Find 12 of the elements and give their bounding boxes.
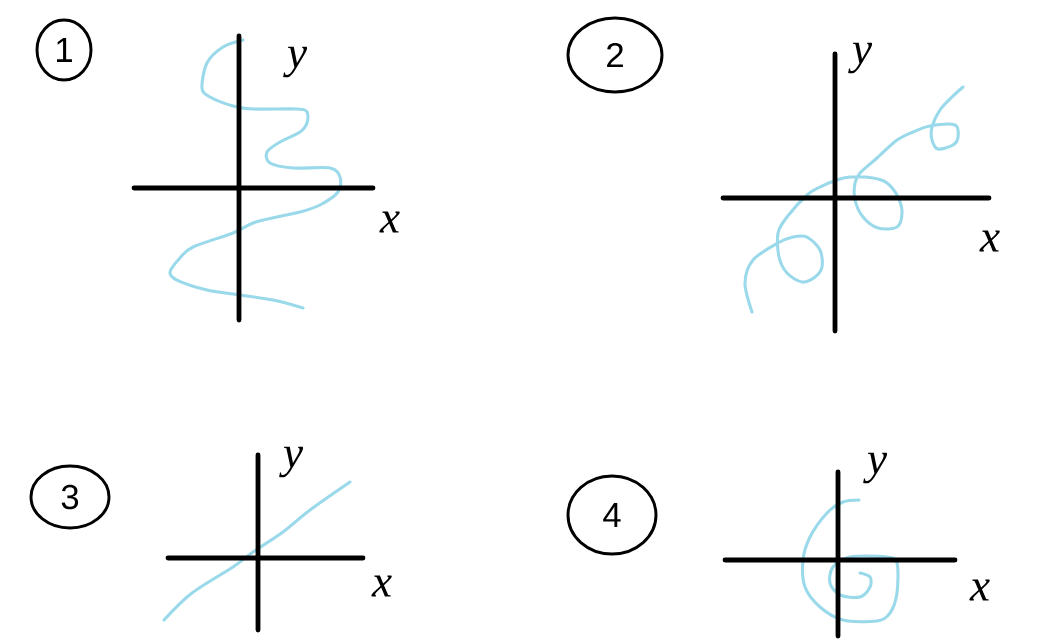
circled-number: 4 bbox=[566, 474, 658, 556]
axis-label: y bbox=[863, 452, 888, 484]
circled-number: 2 bbox=[566, 16, 664, 94]
axis-label: y bbox=[279, 446, 304, 478]
axis-label: x bbox=[371, 575, 392, 597]
axis-label: x bbox=[969, 579, 990, 601]
axis-label: x bbox=[379, 211, 400, 233]
axis-label: y bbox=[283, 46, 308, 78]
axis-label: x bbox=[979, 230, 1000, 252]
axis-label: y bbox=[848, 42, 873, 74]
circled-number: 1 bbox=[35, 18, 93, 82]
circled-number: 3 bbox=[29, 464, 111, 530]
